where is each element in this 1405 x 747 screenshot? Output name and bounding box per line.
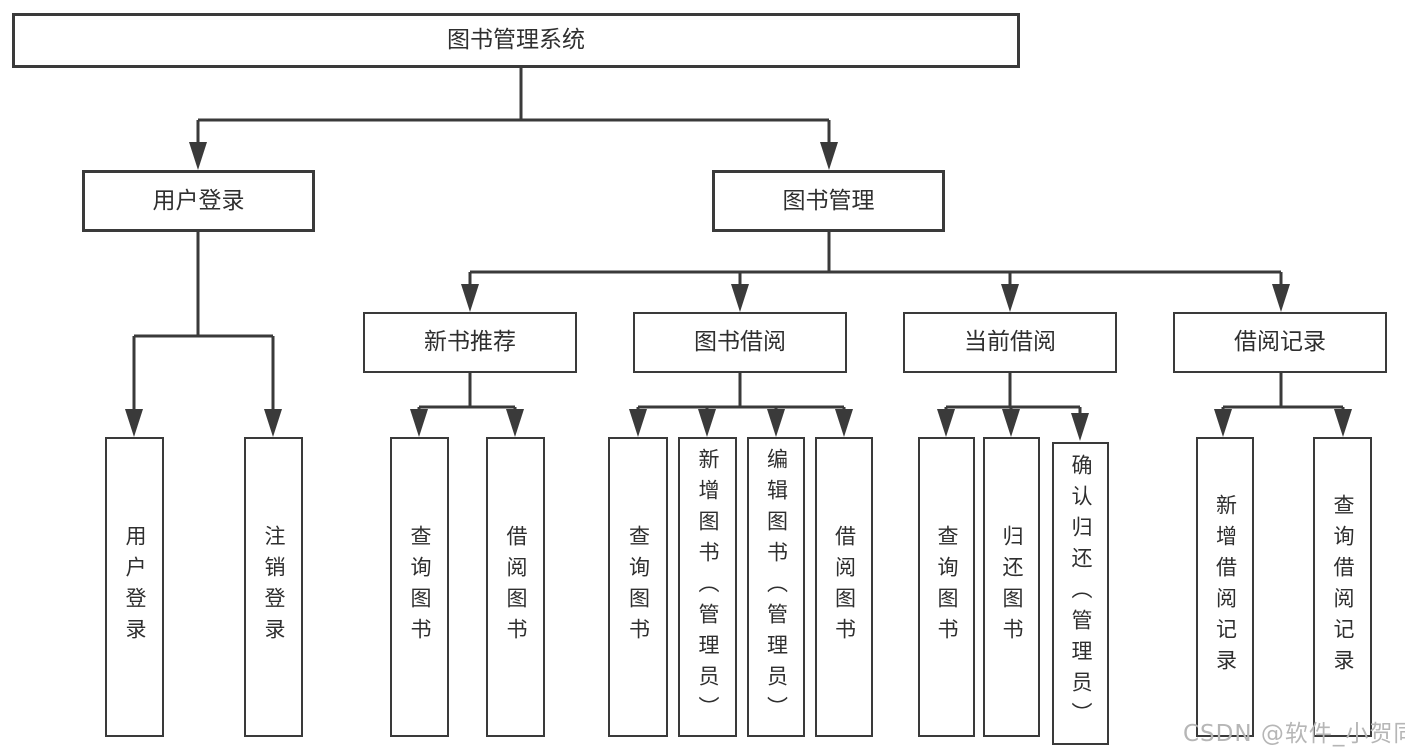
node-label: 图书借阅 [694, 329, 786, 355]
node-book-management: 图书管理 [712, 170, 945, 232]
leaf-borrowing-query-books: 查询图书 [608, 437, 668, 737]
node-current-borrowing: 当前借阅 [903, 312, 1117, 373]
leaf-label: 新增借阅记录 [1213, 494, 1238, 680]
node-label: 用户登录 [152, 187, 245, 214]
watermark: CSDN @软件_小贺同学 [1183, 721, 1405, 747]
node-new-book-recommendation: 新书推荐 [363, 312, 577, 373]
leaf-recommend-borrow-books: 借阅图书 [486, 437, 545, 737]
leaf-label: 查询图书 [935, 525, 959, 649]
leaf-records-add-borrow-record: 新增借阅记录 [1196, 437, 1254, 737]
leaf-current-confirm-return-admin: 确认归还（管理员） [1052, 442, 1109, 745]
leaf-label: 新增图书（管理员） [696, 447, 720, 727]
leaf-records-query-borrow-record: 查询借阅记录 [1313, 437, 1372, 737]
leaf-borrowing-borrow-books: 借阅图书 [815, 437, 873, 737]
leaf-borrowing-add-books-admin: 新增图书（管理员） [678, 437, 737, 737]
node-label: 新书推荐 [424, 329, 516, 355]
node-label: 图书管理 [782, 187, 875, 214]
node-library-management-system: 图书管理系统 [12, 13, 1020, 68]
node-label: 借阅记录 [1234, 329, 1326, 355]
leaf-label: 借阅图书 [832, 525, 857, 649]
leaf-label: 查询图书 [408, 525, 432, 649]
leaf-logout: 注销登录 [244, 437, 303, 737]
leaf-label: 注销登录 [262, 525, 286, 649]
leaf-label: 确认归还（管理员） [1069, 454, 1093, 733]
leaf-recommend-query-books: 查询图书 [390, 437, 449, 737]
node-book-borrowing: 图书借阅 [633, 312, 847, 373]
leaf-label: 查询借阅记录 [1331, 494, 1355, 680]
leaf-current-query-books: 查询图书 [918, 437, 975, 737]
node-label: 当前借阅 [964, 329, 1056, 355]
node-user-login: 用户登录 [82, 170, 315, 232]
node-label: 图书管理系统 [447, 27, 585, 53]
leaf-label: 归还图书 [1000, 525, 1024, 649]
leaf-user-login: 用户登录 [105, 437, 164, 737]
leaf-label: 用户登录 [123, 525, 147, 649]
leaf-label: 借阅图书 [504, 525, 528, 649]
leaf-borrowing-edit-books-admin: 编辑图书（管理员） [747, 437, 805, 737]
leaf-label: 查询图书 [626, 525, 651, 649]
leaf-label: 编辑图书（管理员） [764, 447, 789, 727]
arrowheads [125, 142, 1352, 441]
leaf-current-return-books: 归还图书 [983, 437, 1040, 737]
node-borrowing-records: 借阅记录 [1173, 312, 1387, 373]
